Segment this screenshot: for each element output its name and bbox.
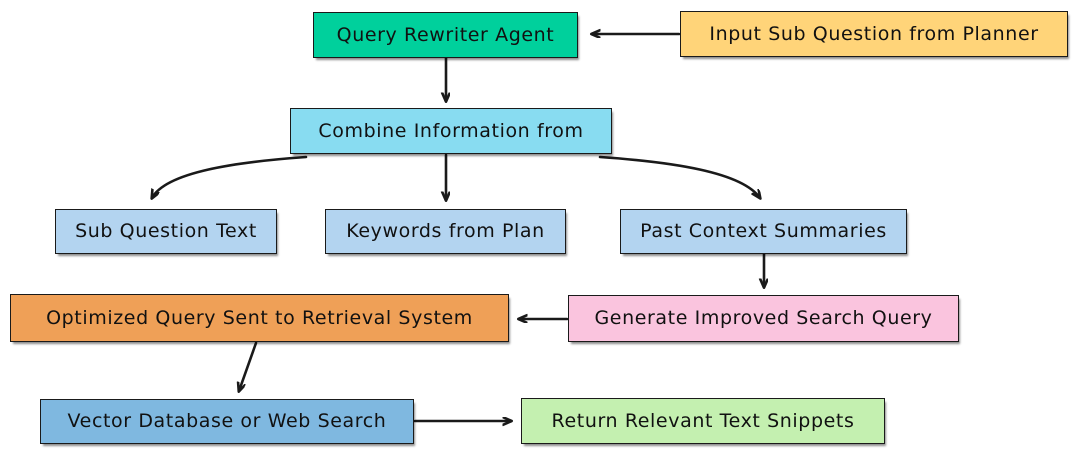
node-sub-question-text[interactable]: Sub Question Text — [55, 209, 277, 254]
node-optimized-query-sent-to-retrieval-system[interactable]: Optimized Query Sent to Retrieval System — [10, 294, 509, 342]
node-label: Generate Improved Search Query — [594, 307, 933, 330]
node-label: Return Relevant Text Snippets — [551, 409, 855, 432]
node-combine-information-from[interactable]: Combine Information from — [290, 108, 612, 154]
node-keywords-from-plan[interactable]: Keywords from Plan — [325, 209, 566, 254]
node-past-context-summaries[interactable]: Past Context Summaries — [620, 209, 907, 254]
node-label: Keywords from Plan — [346, 220, 545, 243]
edge-combine-to-past-context — [598, 155, 760, 198]
node-label: Optimized Query Sent to Retrieval System — [46, 306, 473, 329]
node-label: Past Context Summaries — [640, 220, 887, 243]
node-label: Input Sub Question from Planner — [709, 22, 1039, 45]
node-generate-improved-search-query[interactable]: Generate Improved Search Query — [568, 295, 959, 342]
node-label: Combine Information from — [318, 119, 584, 142]
node-label: Query Rewriter Agent — [336, 23, 555, 46]
node-label: Sub Question Text — [75, 220, 257, 243]
node-input-sub-question-from-planner[interactable]: Input Sub Question from Planner — [680, 11, 1068, 57]
node-vector-database-or-web-search[interactable]: Vector Database or Web Search — [40, 399, 414, 444]
node-label: Vector Database or Web Search — [67, 410, 387, 433]
edge-optimized-to-vector-db — [239, 341, 258, 391]
node-query-rewriter-agent[interactable]: Query Rewriter Agent — [313, 12, 578, 58]
node-return-relevant-text-snippets[interactable]: Return Relevant Text Snippets — [521, 398, 885, 444]
edge-combine-to-sub-question — [152, 155, 308, 198]
